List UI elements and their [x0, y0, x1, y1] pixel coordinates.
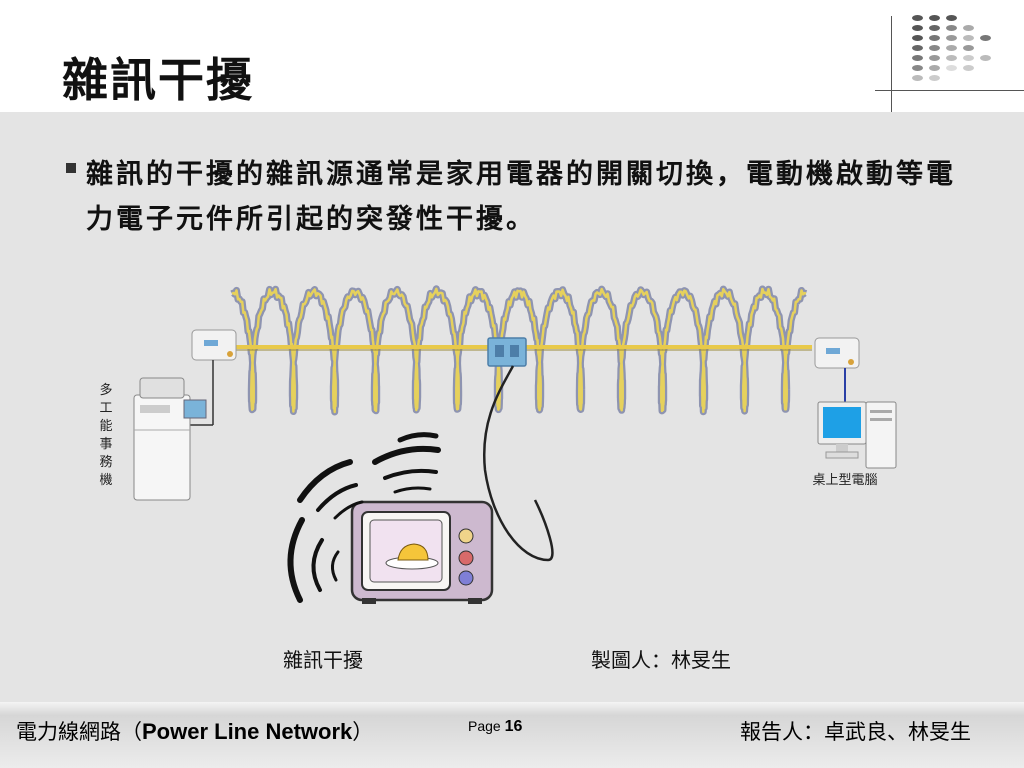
microwave-oven-icon [350, 500, 494, 604]
footer-bar [0, 702, 1024, 768]
microwave-cord [482, 365, 554, 562]
title-bar [0, 0, 1024, 112]
decor-horizontal-line [875, 90, 1024, 91]
emission-waves-icon [287, 432, 441, 603]
desktop-computer-icon [817, 401, 897, 469]
plc-adapter-left-icon [191, 329, 237, 361]
page-number: 16 [504, 718, 523, 735]
plc-adapter-right-icon [814, 337, 860, 369]
decor-vertical-line [891, 16, 892, 116]
decor-dot-grid [912, 15, 1012, 85]
diagram-caption: 雜訊干擾 [283, 648, 363, 672]
printer-label: 多工能事務機 [99, 383, 113, 488]
desktop-pc-label: 桌上型電腦 [812, 473, 878, 488]
bullet-marker [66, 163, 76, 173]
multifunction-printer-icon [133, 377, 207, 501]
page-indicator: Page 16 [468, 718, 523, 735]
wall-outlet-icon [487, 337, 527, 367]
noise-waveform-highlight [231, 287, 807, 414]
bullet-text: 雜訊的干擾的雜訊源通常是家用電器的開關切換，電動機啟動等電力電子元件所引起的突發… [86, 159, 956, 235]
diagram-author: 製圖人：林旻生 [591, 648, 731, 672]
slide-title: 雜訊干擾 [62, 53, 254, 107]
presenters: 報告人：卓武良、林旻生 [740, 720, 971, 744]
course-title: 電力線網路（Power Line Network） [16, 719, 374, 744]
